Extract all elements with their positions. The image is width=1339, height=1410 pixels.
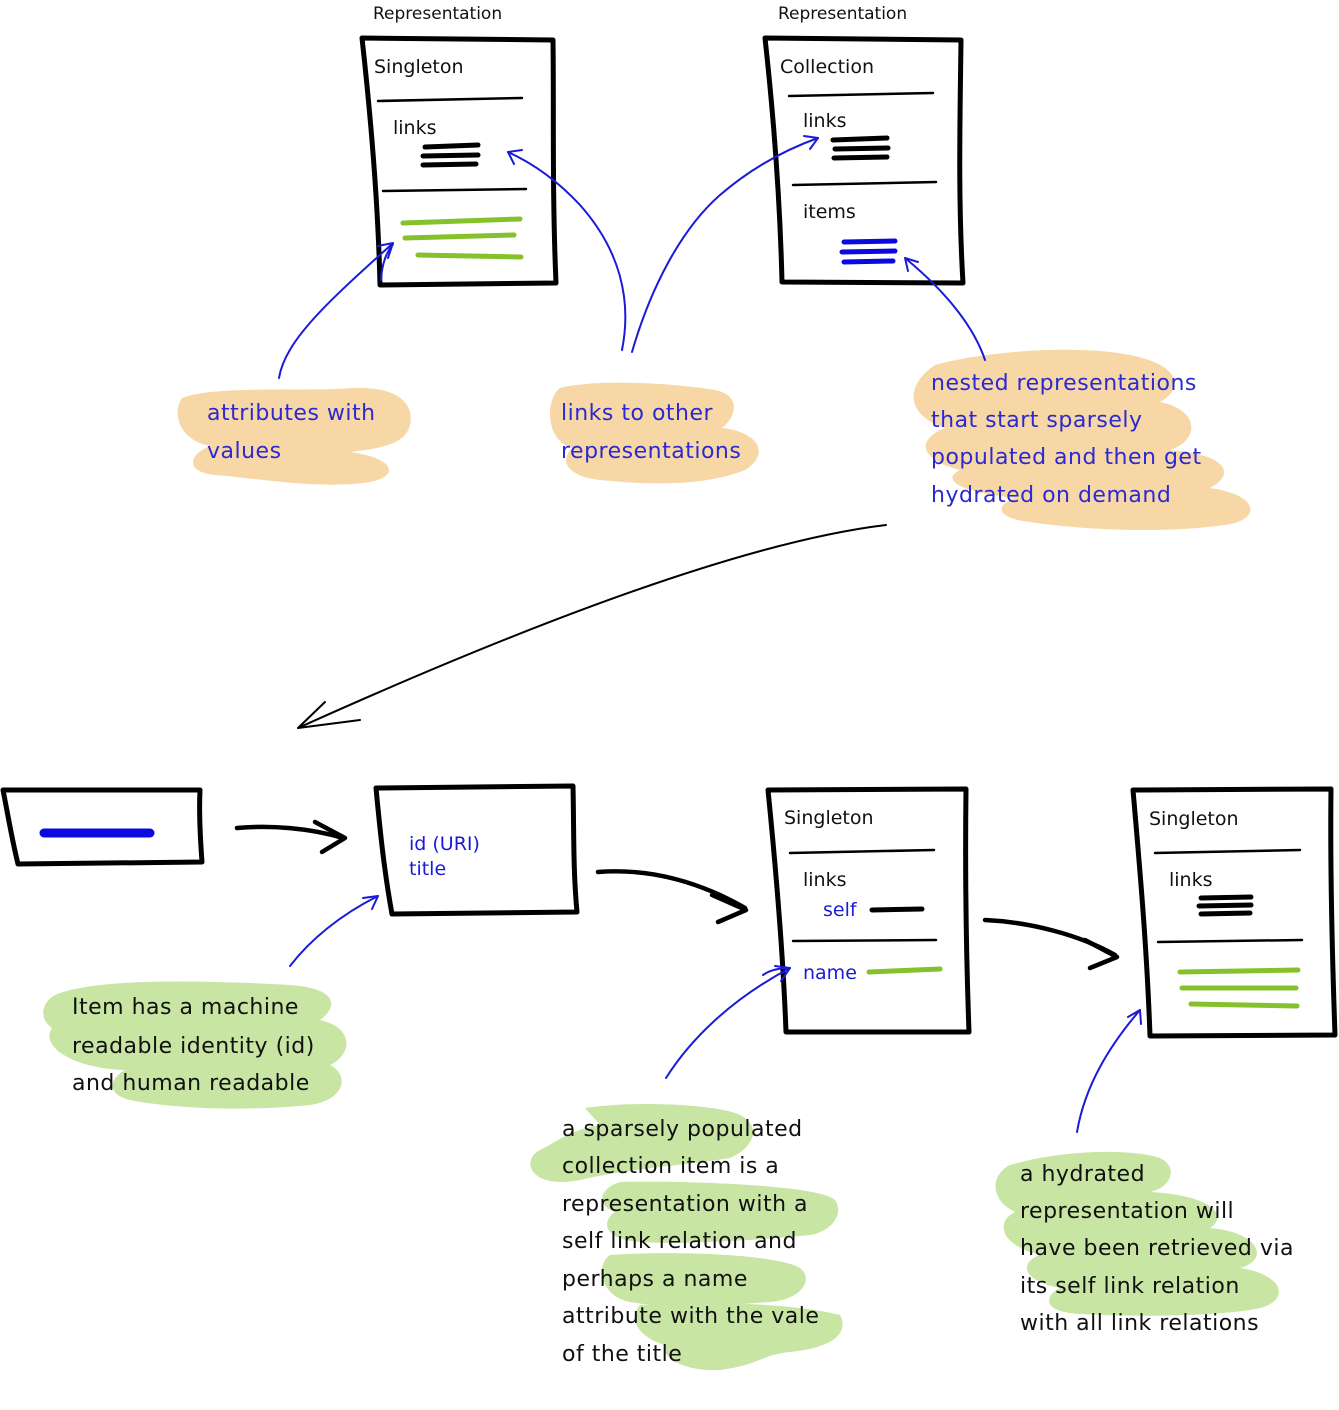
arrow-sparse xyxy=(665,967,791,1079)
arrow-expand xyxy=(297,524,887,729)
arrow-step xyxy=(234,824,346,841)
highlight-sparse xyxy=(530,1104,843,1371)
arrow-links-left xyxy=(507,151,627,351)
note-sparse-line: representation with a xyxy=(562,1192,808,1217)
highlight-identity xyxy=(43,981,347,1109)
links-bars xyxy=(1196,894,1254,917)
top-left-card: Representation Singleton links xyxy=(359,4,559,288)
note-hydrated-line: representation will xyxy=(1020,1199,1234,1224)
note-sparse-line: of the title xyxy=(562,1342,682,1367)
top-right-card-frame xyxy=(762,35,966,286)
item-identity-frame xyxy=(373,783,580,917)
attribute-bars xyxy=(1177,967,1301,1009)
long-arrow xyxy=(297,524,887,729)
arrow-stroke xyxy=(762,967,791,976)
attribute-bars xyxy=(400,216,524,260)
self-link-bar xyxy=(869,906,925,913)
items-bars xyxy=(839,238,898,265)
note-hydrated-line: a hydrated xyxy=(1020,1162,1145,1187)
highlight-links xyxy=(549,382,759,484)
arrow-identity xyxy=(289,895,379,967)
note-sparse-line: attribute with the vale xyxy=(562,1304,819,1329)
note-identity-line: Item has a machine xyxy=(72,995,299,1020)
top-notes: attributes with values links to other re… xyxy=(207,371,1202,508)
highlight-hydrated xyxy=(995,1151,1279,1316)
divider xyxy=(791,938,938,943)
highlight-nested xyxy=(913,349,1251,531)
highlights xyxy=(43,349,1279,1371)
sparse-self-label: self xyxy=(823,899,858,921)
arrow-head xyxy=(312,819,348,855)
divider xyxy=(787,91,935,98)
collection-item-card xyxy=(0,787,205,867)
name-attribute-bar xyxy=(866,966,943,975)
divider xyxy=(376,96,524,103)
item-id-label: id (URI) xyxy=(409,833,480,855)
note-identity-line: readable identity (id) xyxy=(72,1034,315,1059)
note-nested-line: nested representations xyxy=(931,371,1197,396)
arrow-nested xyxy=(904,257,986,361)
top-right-links-label: links xyxy=(803,110,847,132)
note-sparse-line: perhaps a name xyxy=(562,1267,748,1292)
arrow-head xyxy=(297,701,361,729)
sparse-card-title: Singleton xyxy=(784,807,874,829)
item-identity-card: id (URI) title xyxy=(373,783,580,917)
arrow-head xyxy=(803,135,819,150)
hydrated-links-label: links xyxy=(1169,869,1213,891)
arrow-links-right xyxy=(631,137,819,353)
note-hydrated-line: with all link relations xyxy=(1020,1311,1259,1336)
arrow-head xyxy=(362,895,379,910)
note-attributes-line: attributes with xyxy=(207,401,376,426)
links-bars xyxy=(420,142,481,168)
divider xyxy=(1156,938,1304,944)
sparse-singleton-card: Singleton links self name xyxy=(765,786,972,1035)
bottom-arrows xyxy=(289,895,1142,1133)
top-left-links-label: links xyxy=(393,117,437,139)
note-links-line: representations xyxy=(561,439,741,464)
top-right-items-label: items xyxy=(803,201,856,223)
top-right-card: Representation Collection links items xyxy=(762,4,966,286)
hydrated-card-title: Singleton xyxy=(1149,808,1239,830)
links-bars xyxy=(830,135,891,161)
note-hydrated-line: its self link relation xyxy=(1020,1274,1240,1299)
arrow-stroke xyxy=(380,243,394,281)
arrow-head xyxy=(709,892,749,925)
divider xyxy=(1153,848,1302,855)
note-nested-line: that start sparsely xyxy=(931,408,1143,433)
divider xyxy=(791,180,938,187)
bottom-notes: Item has a machine readable identity (id… xyxy=(72,995,1294,1367)
note-sparse-line: self link relation and xyxy=(562,1229,797,1254)
note-nested-line: hydrated on demand xyxy=(931,483,1171,508)
divider xyxy=(788,848,936,855)
highlight-attributes xyxy=(177,387,411,485)
item-bar-frame xyxy=(0,787,205,867)
note-identity-line: and human readable xyxy=(72,1071,310,1096)
arrow-step xyxy=(595,869,748,911)
arrow-head xyxy=(1127,1009,1142,1025)
hydrated-singleton-card: Singleton links xyxy=(1130,786,1338,1039)
top-right-card-title: Collection xyxy=(780,56,874,78)
arrow-hydrated xyxy=(1076,1009,1141,1133)
item-title-label: title xyxy=(409,858,446,880)
note-attributes-line: values xyxy=(207,439,282,464)
note-hydrated-line: have been retrieved via xyxy=(1020,1236,1294,1261)
arrow-step xyxy=(982,917,1118,958)
top-left-caption: Representation xyxy=(373,4,502,24)
arrow-head xyxy=(904,257,919,272)
divider xyxy=(381,187,528,193)
note-sparse-line: a sparsely populated xyxy=(562,1117,803,1142)
note-sparse-line: collection item is a xyxy=(562,1154,779,1179)
sparse-name-label: name xyxy=(803,962,857,984)
arrow-head xyxy=(507,149,523,165)
note-links-line: links to other xyxy=(561,401,714,426)
top-arrows xyxy=(278,135,986,379)
sparse-links-label: links xyxy=(803,869,847,891)
top-left-card-title: Singleton xyxy=(374,56,464,78)
arrow-attributes xyxy=(278,243,393,379)
top-right-caption: Representation xyxy=(778,4,907,24)
note-nested-line: populated and then get xyxy=(931,445,1202,470)
arrow-head xyxy=(1082,937,1120,971)
